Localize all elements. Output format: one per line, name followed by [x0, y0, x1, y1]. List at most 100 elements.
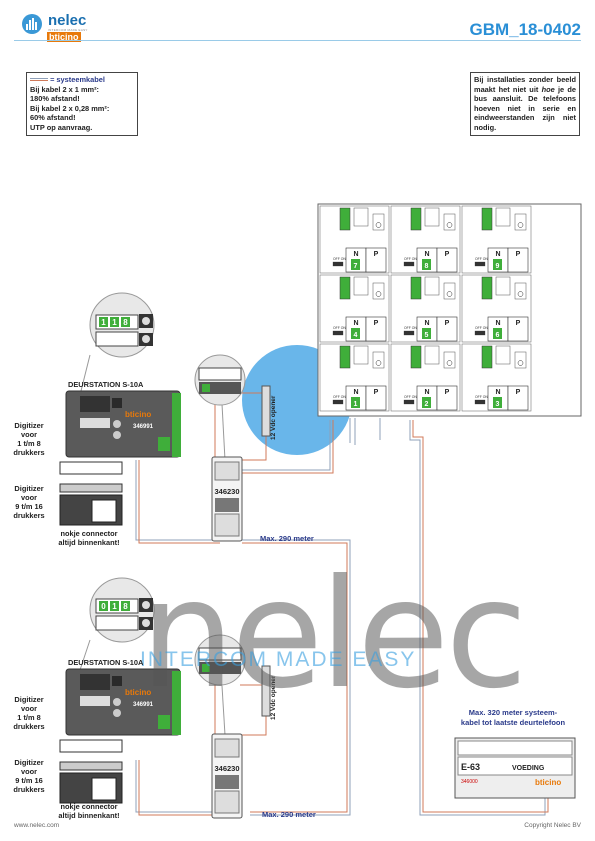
digitizer-label-line: Digitizer	[14, 421, 44, 430]
partner-brand: bticino	[47, 32, 81, 42]
power-supply-model: E-63	[461, 762, 480, 772]
zoom-digit: 0	[101, 602, 106, 611]
connector-note-line: altijd binnenkant!	[58, 811, 120, 820]
lock-module-bottom: 346230	[211, 733, 243, 819]
bus-terminal-icon	[339, 345, 351, 369]
address-plug-icon	[493, 397, 502, 408]
watermark-text: nelec	[140, 548, 528, 722]
digitizer-label-line: Digitizer	[14, 758, 44, 767]
cable-note-line: 60% afstand!	[30, 113, 76, 123]
station-title: DEURSTATION S-10A	[68, 380, 144, 389]
off-on-switch-icon	[403, 261, 415, 267]
p-label: P	[445, 251, 450, 258]
bus-cable	[349, 418, 381, 445]
digitizer-label-line: drukkers	[13, 511, 45, 520]
p-label: P	[516, 389, 521, 396]
address-box	[365, 385, 387, 411]
module-code: 346230	[214, 487, 239, 496]
handset-button-icon	[517, 291, 524, 297]
address-box	[507, 385, 529, 411]
brand-tagline: INTERCOM MADE EASY	[48, 28, 88, 32]
handset-button-icon	[446, 360, 453, 366]
digitizer-label: Digitizer voor 9 t/m 16 drukkers	[4, 484, 54, 520]
power-supply-brand: bticino	[535, 778, 561, 787]
off-on-label: OFF ON	[404, 257, 417, 261]
connector-note-line: nokje connector	[60, 529, 118, 538]
cable-note-line: 180% afstand!	[30, 94, 80, 104]
power-supply-caption: Max. 320 meter systeem- kabel tot laatst…	[438, 708, 588, 728]
off-on-switch-icon	[332, 261, 344, 267]
bus-cable	[135, 460, 220, 541]
digitizer-label-line: 1 t/m 8	[17, 439, 41, 448]
bus-terminal-icon	[410, 276, 422, 300]
cable-note-line: UTP op aanvraag.	[30, 122, 93, 132]
brand-name: nelec	[48, 12, 87, 29]
dip-switch-icon	[495, 207, 511, 227]
handset-icon	[372, 213, 385, 231]
station-brand: bticino	[125, 410, 151, 419]
off-on-switch-icon	[403, 399, 415, 405]
bus-cable	[242, 420, 331, 471]
connector-note-line: altijd binnenkant!	[58, 538, 120, 547]
door-station-top: bticino 346991	[65, 390, 181, 458]
off-on-switch-icon	[403, 330, 415, 336]
address-box	[365, 247, 387, 273]
digitizer-label-line: voor	[20, 493, 37, 502]
address-plug-icon	[422, 328, 431, 339]
p-label: P	[445, 389, 450, 396]
n-label: N	[495, 251, 500, 258]
digitizer-label: Digitizer voor 9 t/m 16 drukkers	[4, 758, 54, 794]
lock-module-top: 346230	[211, 456, 243, 542]
digitizer-label-line: voor	[20, 767, 37, 776]
address-box	[507, 316, 529, 342]
off-on-label: OFF ON	[404, 395, 417, 399]
digitizer-label: Digitizer voor 1 t/m 8 drukkers	[4, 695, 54, 731]
digitizer-label-line: drukkers	[13, 785, 45, 794]
distance-label: Max. 290 meter	[262, 810, 316, 819]
installation-note-emphasis: hoe	[541, 84, 555, 94]
dip-switch-icon	[495, 345, 511, 365]
handset-button-icon	[446, 222, 453, 228]
off-on-switch-icon	[474, 330, 486, 336]
digitizer-label-line: 9 t/m 16	[15, 776, 43, 785]
address-box	[436, 247, 458, 273]
off-on-switch-icon	[474, 261, 486, 267]
p-label: P	[445, 320, 450, 327]
bus-cable	[138, 760, 220, 816]
installation-note-text: Bij installaties zonder beeld maakt het …	[474, 75, 576, 94]
zoom-module-top	[194, 354, 246, 461]
n-label: N	[495, 389, 500, 396]
cable-note-line: Bij kabel 2 x 1 mm²:	[30, 84, 100, 94]
address-box	[436, 316, 458, 342]
p-label: P	[516, 251, 521, 258]
zoom-digit: 1	[112, 602, 117, 611]
phone-address: 4	[354, 332, 358, 339]
zoom-digitizer-bottom: 0 1 8	[79, 577, 155, 671]
nelec-logo-icon	[22, 14, 42, 34]
cable-note: = systeemkabel Bij kabel 2 x 1 mm²: 180%…	[26, 72, 138, 136]
station-model: 346991	[133, 702, 154, 708]
zoom-digitizer-top: 1 1 8	[79, 292, 155, 396]
n-label: N	[424, 320, 429, 327]
handset-icon	[514, 282, 527, 300]
bus-terminal-icon	[481, 276, 493, 300]
off-on-label: OFF ON	[404, 326, 417, 330]
opener-label: 12 Vdc opener	[270, 395, 277, 440]
address-box	[365, 316, 387, 342]
bus-cable	[138, 460, 220, 544]
n-label: N	[424, 389, 429, 396]
document-code: GBM_18-0402	[469, 20, 581, 39]
address-plug-icon	[351, 397, 360, 408]
phone-address: 9	[496, 263, 500, 270]
zoom-digit: 1	[101, 318, 106, 327]
bus-cable	[412, 420, 549, 813]
connector-note-line: nokje connector	[60, 802, 118, 811]
digitizer-label-line: drukkers	[13, 722, 45, 731]
cable-note-line: Bij kabel 2 x 0,28 mm²:	[30, 103, 110, 113]
connector-note: nokje connector altijd binnenkant!	[44, 802, 134, 820]
